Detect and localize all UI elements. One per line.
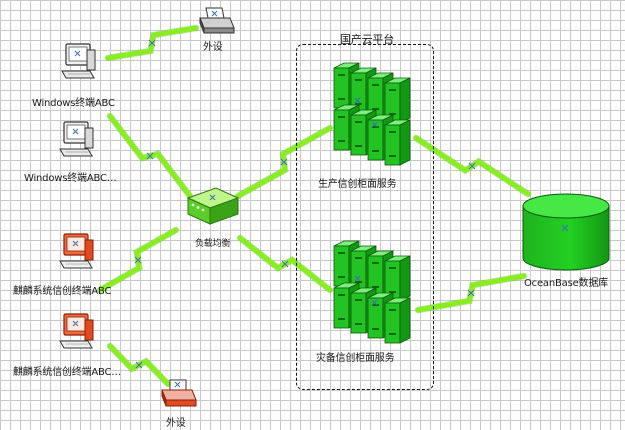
link-windows-to-balancer bbox=[106, 112, 194, 200]
windows-terminal-label: Windows终端ABC… bbox=[24, 173, 117, 184]
link-production-to-database bbox=[412, 134, 532, 198]
cloud-platform-title: 国产云平台 bbox=[340, 33, 394, 46]
printer-icon[interactable] bbox=[158, 378, 198, 416]
link-kylin-to-balancer bbox=[96, 226, 180, 294]
peripheral-label: 外设 bbox=[166, 418, 186, 429]
server-unit bbox=[384, 77, 411, 124]
kylin-terminal-label: 麒麟系统信创终端ABC… bbox=[13, 367, 122, 378]
database-icon[interactable] bbox=[520, 192, 612, 278]
link-balancer-to-production bbox=[234, 124, 334, 200]
disaster-recovery-cabinet-label: 灾备信创柜面服务 bbox=[316, 353, 395, 364]
kylin-terminal-label: 麒麟系统信创终端ABC bbox=[13, 286, 112, 297]
production-cabinet-label: 生产信创柜面服务 bbox=[318, 179, 397, 190]
link-windows-to-printer bbox=[104, 24, 200, 62]
server-rack-icon[interactable] bbox=[330, 62, 414, 168]
lightning-links bbox=[96, 24, 532, 388]
windows-terminal-label: Windows终端ABC bbox=[32, 98, 115, 109]
printer-icon[interactable] bbox=[196, 6, 236, 42]
load-balancer-label: 负载均衡 bbox=[195, 239, 231, 249]
server-rack-icon[interactable] bbox=[330, 240, 414, 346]
server-unit bbox=[384, 255, 411, 302]
link-balancer-to-disaster-recovery bbox=[236, 234, 334, 294]
database-label: OceanBase数据库 bbox=[524, 278, 608, 289]
windows-terminal-icon[interactable] bbox=[58, 120, 98, 166]
link-disaster-recovery-to-database bbox=[414, 272, 528, 314]
server-unit bbox=[384, 119, 411, 166]
cloud-platform-frame bbox=[296, 44, 434, 390]
windows-terminal-icon[interactable] bbox=[60, 42, 100, 88]
kylin-terminal-icon[interactable] bbox=[58, 232, 98, 278]
peripheral-label: 外设 bbox=[203, 42, 223, 53]
kylin-terminal-icon[interactable] bbox=[58, 312, 98, 358]
link-kylin-to-printer bbox=[106, 342, 172, 388]
load-balancer-icon[interactable] bbox=[182, 184, 242, 234]
server-unit bbox=[384, 297, 411, 344]
